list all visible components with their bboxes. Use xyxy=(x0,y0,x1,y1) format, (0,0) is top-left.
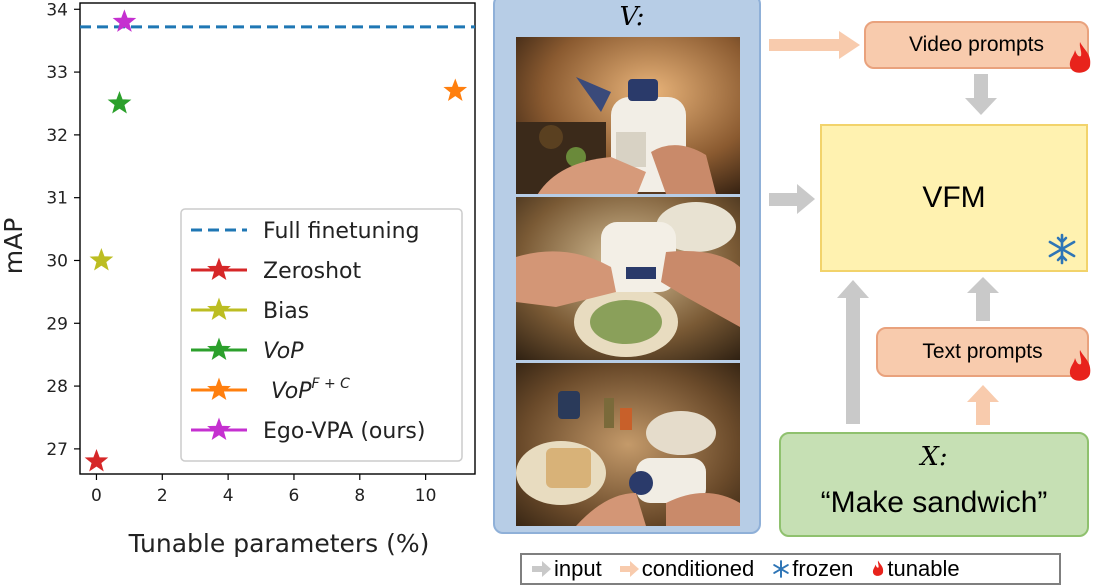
x-tick-label: 10 xyxy=(415,486,437,506)
fire-icon xyxy=(873,560,884,576)
conditioned-arrow-video xyxy=(769,31,860,59)
fire-icon xyxy=(1069,350,1091,381)
y-tick-label: 32 xyxy=(46,126,68,146)
vfm-box: VFM xyxy=(820,124,1088,272)
data-point-star xyxy=(89,248,114,271)
vfm-label: VFM xyxy=(922,181,986,214)
legend-entry-label: VoP xyxy=(263,339,304,364)
legend-tunable-label: tunable xyxy=(887,556,960,581)
video-frame-2 xyxy=(516,197,740,360)
text-input-value: “Make sandwich” xyxy=(820,486,1048,519)
tunable-params-chart: 0 2 4 6 8 10 27 28 29 30 31 32 33 34 Full finetuningZ… xyxy=(0,0,476,558)
legend-entry-superscript: F + C xyxy=(312,376,351,392)
conditioned-arrow-icon xyxy=(619,561,639,577)
legend-tunable: tunable xyxy=(871,556,960,582)
y-tick-label: 29 xyxy=(46,314,68,334)
text-input-label: X: xyxy=(920,442,948,472)
input-arrow-text-input xyxy=(837,280,869,424)
legend-entry-label: Full finetuning xyxy=(263,219,419,244)
data-point-star xyxy=(443,78,468,101)
input-arrow-video-prompts xyxy=(965,74,997,115)
legend-input: input xyxy=(532,556,602,582)
video-prompts-label: Video prompts xyxy=(908,33,1045,56)
diagram-legend: input conditioned frozen tunable xyxy=(520,553,1061,585)
legend-frozen-label: frozen xyxy=(792,556,854,581)
legend-conditioned: conditioned xyxy=(619,556,755,582)
legend-entry-label: Bias xyxy=(263,299,309,324)
video-label: V: xyxy=(619,2,645,32)
input-arrow-text-prompts xyxy=(967,277,999,321)
x-tick-label: 8 xyxy=(354,486,365,506)
snowflake-icon xyxy=(1048,233,1076,265)
input-arrow-video xyxy=(769,184,815,214)
x-tick-label: 6 xyxy=(289,486,300,506)
legend-star-marker xyxy=(207,257,231,281)
x-axis-label: Tunable parameters (%) xyxy=(128,529,430,558)
legend-entry-label: Zeroshot xyxy=(263,259,361,284)
plot-frame xyxy=(79,2,476,475)
legend-entry-label: Ego-VPA (ours) xyxy=(263,419,425,444)
conditioned-arrow-text xyxy=(967,385,999,425)
x-tick-label: 4 xyxy=(223,486,234,506)
video-frame-1 xyxy=(516,37,740,194)
legend-star-marker xyxy=(207,377,231,401)
video-frame-3 xyxy=(516,363,740,526)
text-prompts-box: Text prompts xyxy=(876,327,1089,377)
legend-star-marker xyxy=(207,297,231,321)
y-axis-label: mAP xyxy=(0,218,28,275)
legend-star-marker xyxy=(207,337,231,361)
fire-icon xyxy=(1069,42,1091,73)
data-point-star xyxy=(112,9,137,32)
text-prompts-label: Text prompts xyxy=(922,340,1043,363)
text-input-box: X: “Make sandwich” xyxy=(779,432,1089,537)
video-prompts-box: Video prompts xyxy=(864,21,1089,69)
input-arrow-icon xyxy=(532,561,551,577)
snowflake-icon xyxy=(773,560,790,578)
x-tick-label: 0 xyxy=(91,486,102,506)
y-tick-label: 31 xyxy=(46,189,68,209)
data-point-star xyxy=(84,448,109,472)
x-tick-label: 2 xyxy=(157,486,168,506)
chart-legend-box xyxy=(180,208,463,462)
data-point-star xyxy=(107,91,132,114)
legend-entry-label: VoPF + C xyxy=(271,376,350,404)
y-tick-label: 34 xyxy=(46,0,68,20)
legend-star-marker xyxy=(207,417,231,441)
legend-conditioned-label: conditioned xyxy=(641,556,755,581)
y-tick-label: 28 xyxy=(46,377,68,397)
legend-frozen: frozen xyxy=(772,556,853,582)
y-tick-label: 33 xyxy=(46,63,68,83)
y-tick-label: 27 xyxy=(46,440,68,460)
legend-input-label: input xyxy=(554,556,602,581)
y-tick-label: 30 xyxy=(46,251,68,271)
